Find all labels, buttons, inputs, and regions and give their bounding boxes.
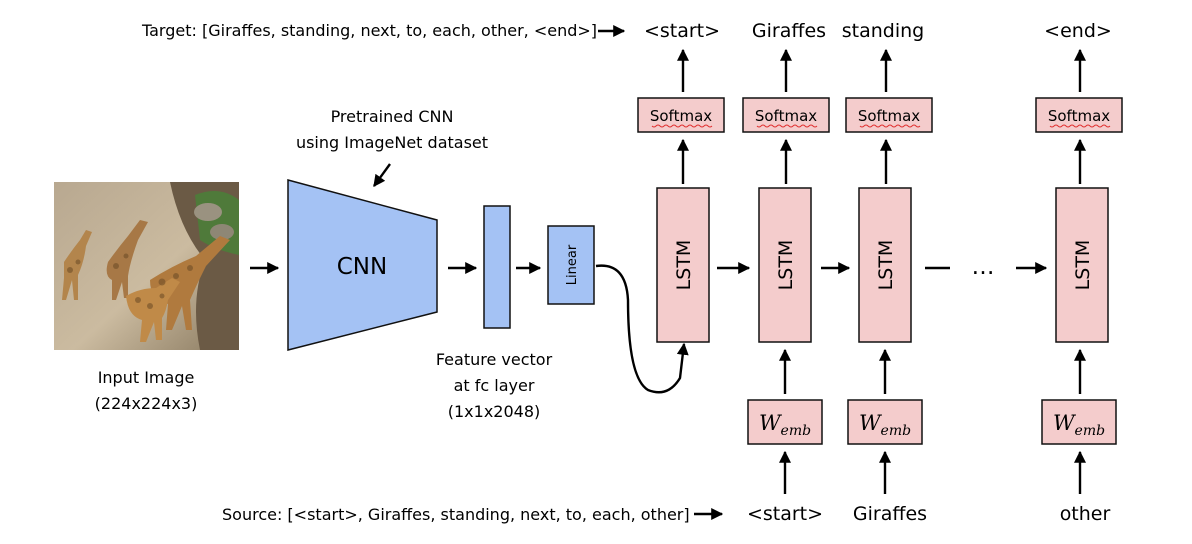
- embedding-box-last: Wemb: [1041, 399, 1117, 445]
- lstm-cell-last: LSTM: [1055, 187, 1109, 343]
- lstm-cell-1: LSTM: [656, 187, 710, 343]
- linear-label: Linear: [565, 244, 580, 285]
- feature-vector-block: [483, 205, 511, 329]
- feature-vector-layer-label: at fc layer: [454, 376, 535, 395]
- lstm-cell-3: LSTM: [858, 187, 912, 343]
- feature-vector-size-label: (1x1x2048): [448, 402, 541, 421]
- linear-block: [547, 225, 595, 305]
- embedding-box-2: Wemb: [847, 399, 923, 445]
- input-token-last: other: [1060, 503, 1111, 525]
- target-sequence-label: Target: [Giraffes, standing, next, to, e…: [141, 21, 597, 40]
- output-token-last: <end>: [1044, 20, 1112, 42]
- svg-text:Softmax: Softmax: [858, 107, 920, 125]
- input-token-2: Giraffes: [853, 503, 927, 525]
- svg-text:LSTM: LSTM: [875, 240, 897, 291]
- svg-text:Wemb: Wemb: [859, 411, 911, 439]
- cnn-label: CNN: [337, 254, 387, 280]
- input-token-1: <start>: [747, 503, 823, 525]
- softmax-box-last: Softmax: [1035, 97, 1123, 133]
- feature-vector-label: Feature vector: [436, 350, 553, 369]
- svg-text:Softmax: Softmax: [755, 107, 817, 125]
- svg-text:LSTM: LSTM: [673, 240, 695, 291]
- svg-text:Softmax: Softmax: [1048, 107, 1110, 125]
- svg-text:Wemb: Wemb: [1053, 411, 1105, 439]
- pretrained-note-arrow: [373, 163, 391, 187]
- output-token-1: <start>: [644, 20, 720, 42]
- svg-text:LSTM: LSTM: [1072, 240, 1094, 291]
- input-image-giraffes: [54, 182, 239, 350]
- input-image-size-label: (224x224x3): [95, 394, 198, 413]
- svg-text:LSTM: LSTM: [775, 240, 797, 291]
- pretrained-cnn-note: Pretrained CNN: [331, 107, 454, 126]
- ellipsis: …: [972, 254, 995, 280]
- output-token-3: standing: [842, 20, 924, 42]
- embedding-box-1: Wemb: [747, 399, 823, 445]
- softmax-box-1: Softmax: [637, 97, 725, 133]
- output-token-2: Giraffes: [752, 20, 826, 42]
- softmax-box-3: Softmax: [845, 97, 933, 133]
- pretrained-cnn-note-line2: using ImageNet dataset: [296, 133, 488, 152]
- input-image-label: Input Image: [98, 368, 195, 387]
- cnn-block: [287, 179, 438, 351]
- linear-to-lstm-connector: [595, 264, 689, 394]
- lstm-cell-2: LSTM: [758, 187, 812, 343]
- svg-text:Wemb: Wemb: [759, 411, 811, 439]
- source-sequence-label: Source: [<start>, Giraffes, standing, ne…: [222, 505, 690, 524]
- svg-text:Softmax: Softmax: [650, 107, 712, 125]
- softmax-box-2: Softmax: [742, 97, 830, 133]
